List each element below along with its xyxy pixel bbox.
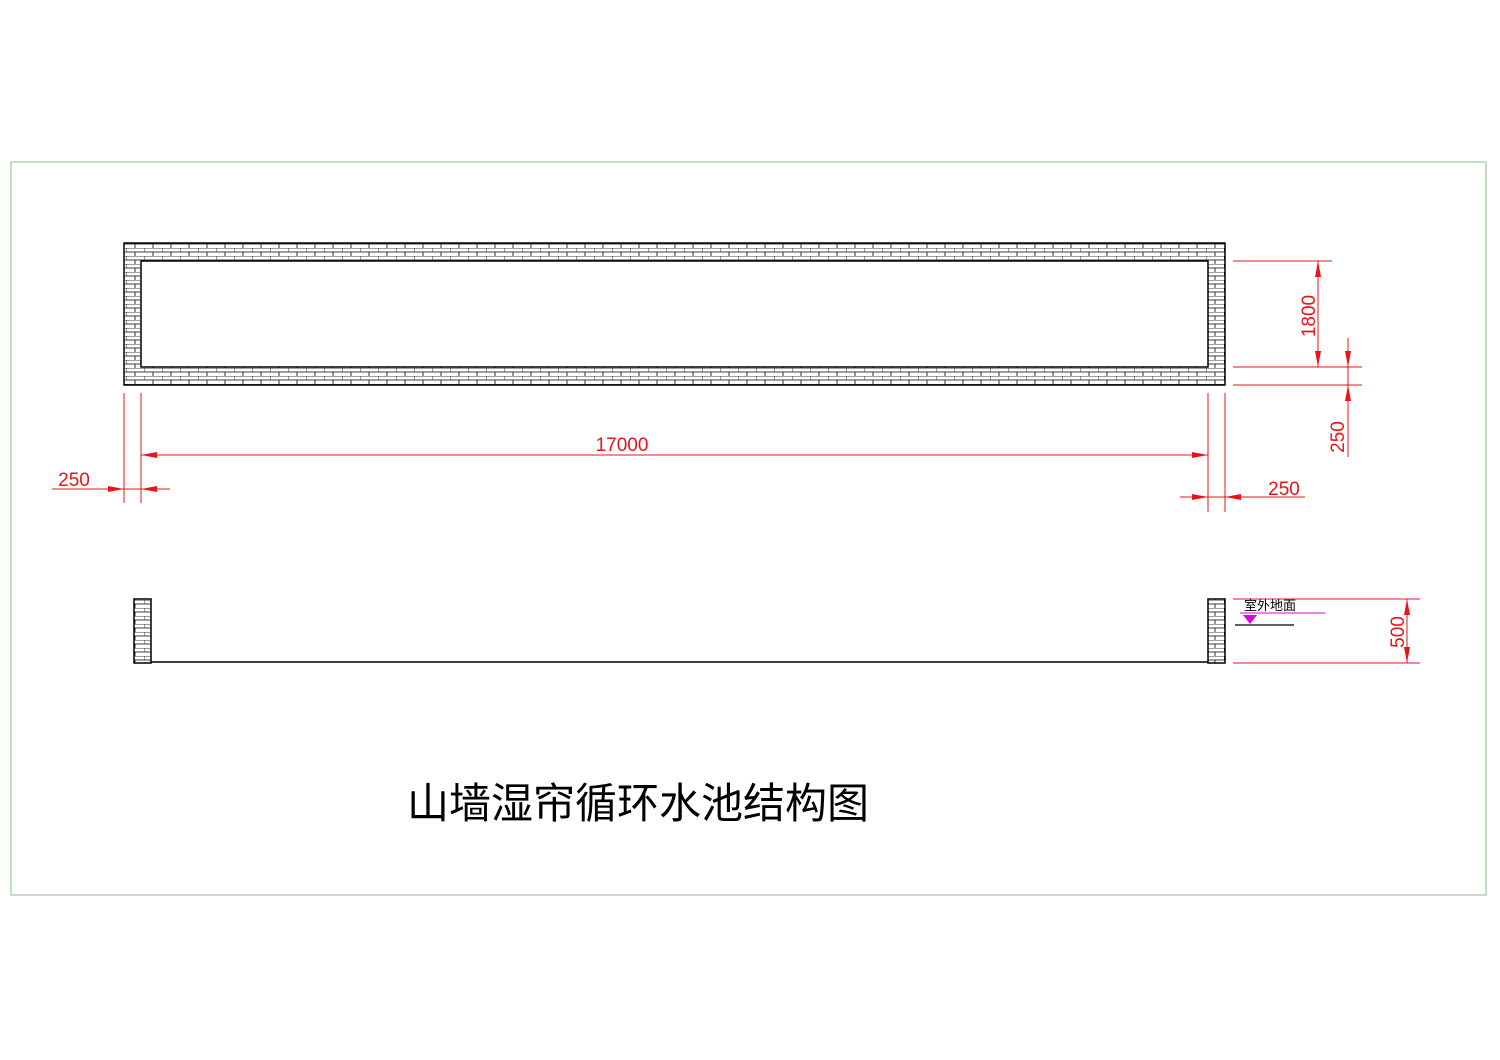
dimension-right-wall — [1180, 494, 1305, 500]
bottom-wall-dimension-label: 250 — [1328, 421, 1349, 453]
length-dimension-label: 17000 — [596, 435, 649, 456]
dimensions — [52, 260, 1420, 664]
dimension-width — [1315, 261, 1321, 367]
section-left-wall — [133, 598, 152, 664]
width-dimension-label: 1800 — [1299, 295, 1320, 337]
plan-view — [123, 242, 1226, 386]
section-right-wall — [1207, 598, 1226, 664]
dimension-length — [141, 452, 1208, 458]
drawing-border — [10, 161, 1487, 896]
left-wall-dimension-label: 250 — [58, 470, 90, 491]
dimension-bottom-wall — [1345, 338, 1351, 457]
ground-level-label: 室外地面 — [1244, 598, 1296, 614]
depth-dimension-label: 500 — [1388, 616, 1409, 648]
plan-brick-wall — [123, 242, 1226, 386]
dimension-depth — [1404, 599, 1410, 663]
ground-level-marker-icon — [1243, 615, 1257, 624]
drawing-title: 山墙湿帘循环水池结构图 — [407, 779, 869, 828]
right-wall-dimension-label: 250 — [1268, 479, 1300, 500]
dimension-left-wall — [52, 486, 170, 492]
section-view — [133, 598, 1325, 664]
